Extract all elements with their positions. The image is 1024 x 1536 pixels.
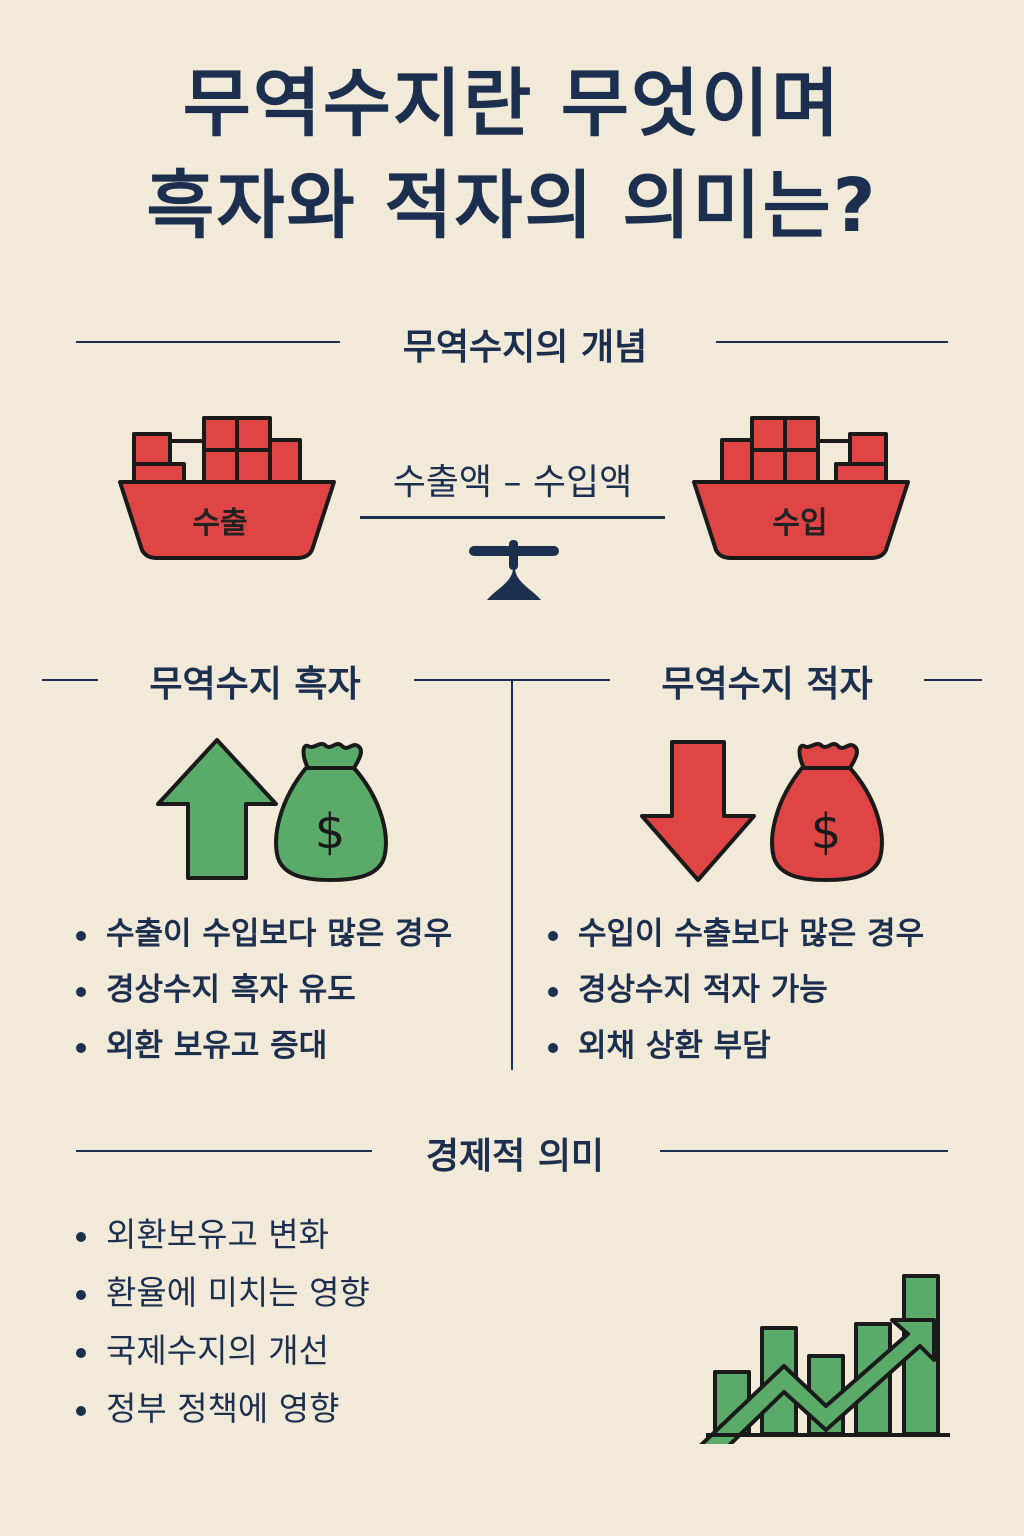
economic-bullet: 정부 정책에 영향 <box>76 1380 370 1438</box>
up-arrow-icon <box>156 738 278 880</box>
surplus-heading: 무역수지 흑자 <box>149 664 361 705</box>
svg-text:$: $ <box>811 804 842 860</box>
deficit-bullet: 수입이 수출보다 많은 경우 <box>548 906 924 962</box>
economic-divider-left <box>76 1150 372 1152</box>
import-ship-label: 수입 <box>772 506 828 541</box>
down-arrow-icon <box>640 740 756 882</box>
deficit-bullet: 경상수지 적자 가능 <box>548 962 924 1018</box>
money-bag-green-icon: $ <box>274 742 388 882</box>
divider-right <box>716 341 948 343</box>
column-divider <box>511 680 513 1070</box>
surplus-bullet: 외환 보유고 증대 <box>76 1018 452 1074</box>
balance-scale-icon <box>469 540 559 600</box>
surplus-bullet-list: 수출이 수입보다 많은 경우 경상수지 흑자 유도 외환 보유고 증대 <box>76 906 452 1074</box>
page-title-line-2: 흑자와 적자의 의미는? <box>146 163 878 249</box>
deficit-divider-right <box>924 679 982 681</box>
economic-bullet-list: 외환보유고 변화 환율에 미치는 영향 국제수지의 개선 정부 정책에 영향 <box>76 1206 370 1438</box>
economic-divider-right <box>660 1150 948 1152</box>
surplus-bullet: 경상수지 흑자 유도 <box>76 962 452 1018</box>
economic-bullet: 국제수지의 개선 <box>76 1322 370 1380</box>
export-ship-label: 수출 <box>192 506 248 541</box>
formula-text: 수출액 – 수입액 <box>392 462 633 503</box>
economic-bullet: 환율에 미치는 영향 <box>76 1264 370 1322</box>
economic-bullet: 외환보유고 변화 <box>76 1206 370 1264</box>
deficit-bullet-list: 수입이 수출보다 많은 경우 경상수지 적자 가능 외채 상환 부담 <box>548 906 924 1074</box>
surplus-divider-left <box>42 679 98 681</box>
deficit-bullet: 외채 상환 부담 <box>548 1018 924 1074</box>
growth-chart-icon <box>699 1274 950 1444</box>
economic-heading: 경제적 의미 <box>425 1136 605 1177</box>
concept-heading: 무역수지의 개념 <box>402 327 648 368</box>
page-title-line-1: 무역수지란 무엇이며 <box>182 61 842 147</box>
money-bag-red-icon: $ <box>770 742 884 882</box>
export-ship-icon <box>118 416 336 560</box>
surplus-bullet: 수출이 수입보다 많은 경우 <box>76 906 452 962</box>
formula-bar <box>360 516 665 519</box>
svg-text:$: $ <box>315 804 346 860</box>
import-ship-icon <box>692 416 910 560</box>
divider-left <box>76 341 340 343</box>
deficit-heading: 무역수지 적자 <box>661 664 873 705</box>
